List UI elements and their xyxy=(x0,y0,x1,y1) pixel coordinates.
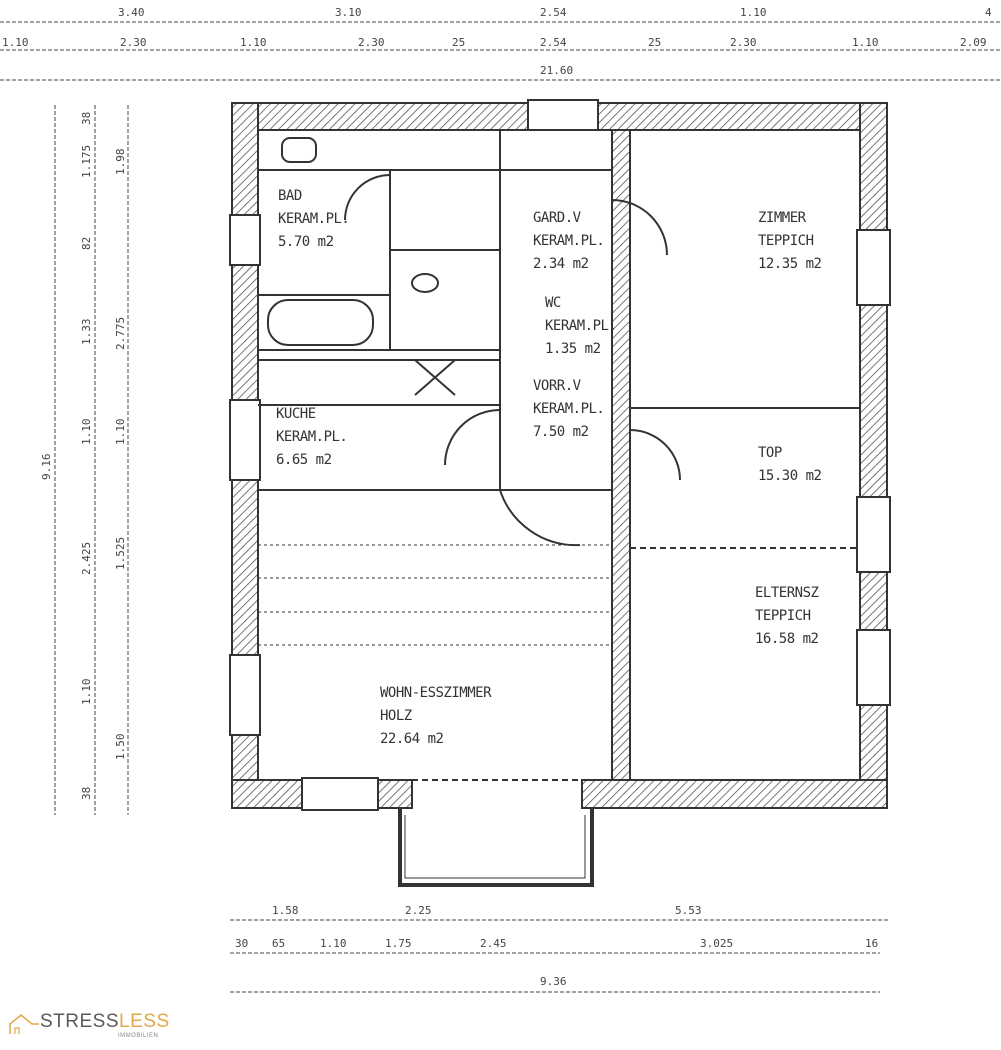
dimension-label: 1.10 xyxy=(2,36,29,49)
dimension-label: 1.10 xyxy=(320,937,347,950)
room-floor: KERAM.PL. xyxy=(533,233,604,249)
door-swing xyxy=(344,174,681,547)
dimension-label: 1.98 xyxy=(114,149,127,176)
room-floor: TEPPICH xyxy=(755,608,811,624)
room-area: 15.30 m2 xyxy=(758,468,822,484)
room-area: 22.64 m2 xyxy=(380,731,444,747)
room-area: 1.35 m2 xyxy=(545,341,601,357)
room-name: GARD.V xyxy=(533,210,582,226)
dimension-label: 2.30 xyxy=(730,36,757,49)
room-name: VORR.V xyxy=(533,378,582,394)
dimension-label: 1.175 xyxy=(80,145,93,178)
window xyxy=(856,229,891,306)
wall-top-left xyxy=(231,102,529,131)
dimension-label: 30 xyxy=(235,937,248,950)
window xyxy=(856,496,891,573)
company-logo: STRESSLESS IMMOBILIEN xyxy=(8,1011,170,1039)
room-floor: KERAM.PL. xyxy=(545,318,616,334)
dimension-total: 21.60 xyxy=(540,64,573,77)
dimension-label: 25 xyxy=(452,36,465,49)
room-area: 6.65 m2 xyxy=(276,452,332,468)
dimension-label: 2.54 xyxy=(540,6,567,19)
dimension-label: 2.425 xyxy=(80,542,93,575)
dimension-label: 1.10 xyxy=(852,36,879,49)
wall-bottom-right xyxy=(581,779,888,809)
logo-subtitle: IMMOBILIEN xyxy=(118,1033,159,1039)
room-name: TOP xyxy=(758,445,782,461)
dimension-label: 1.58 xyxy=(272,904,299,917)
dimension-label: 1.10 xyxy=(740,6,767,19)
dimension-label: 82 xyxy=(80,237,93,250)
window xyxy=(301,777,379,811)
dimension-label: 2.54 xyxy=(540,36,567,49)
room-name: KÜCHE xyxy=(276,404,316,422)
room-name: WOHN-ESSZIMMER xyxy=(380,685,492,701)
dimension-label: 2.30 xyxy=(358,36,385,49)
window xyxy=(229,654,261,736)
dimension-label: 1.10 xyxy=(114,419,127,446)
dimension-label: 1.10 xyxy=(80,679,93,706)
room-floor: KERAM.PL. xyxy=(533,401,604,417)
dimension-label: 1.10 xyxy=(80,419,93,446)
dimension-label: 38 xyxy=(80,112,93,125)
windows xyxy=(229,99,891,811)
room-name: WC xyxy=(545,295,561,311)
dimension-label: 1.50 xyxy=(114,734,127,761)
window xyxy=(229,399,261,481)
dimension-label: 5.53 xyxy=(675,904,702,917)
dimension-total: 9.36 xyxy=(540,975,567,988)
dimension-label: 16 xyxy=(865,937,878,950)
door-opening xyxy=(527,99,599,131)
room-area: 16.58 m2 xyxy=(755,631,819,647)
dimension-label: 2.09 xyxy=(960,36,987,49)
room-floor: KERAM.PL. xyxy=(278,211,349,227)
dimension-label: 3.10 xyxy=(335,6,362,19)
room-name: ZIMMER xyxy=(758,210,807,226)
dimension-label: 38 xyxy=(80,787,93,800)
dimension-label: 4 xyxy=(985,6,992,19)
dimension-label: 1.75 xyxy=(385,937,412,950)
dimension-label: 2.30 xyxy=(120,36,147,49)
room-area: 5.70 m2 xyxy=(278,234,334,250)
toilet xyxy=(411,273,439,293)
wall-inner-right xyxy=(611,129,631,781)
room-area: 12.35 m2 xyxy=(758,256,822,272)
room-floor: TEPPICH xyxy=(758,233,814,249)
house-icon xyxy=(9,1014,39,1034)
dimension-label: 2.775 xyxy=(114,317,127,350)
interior-lines xyxy=(258,130,860,887)
washbasin xyxy=(281,137,317,163)
dimension-label: 3.40 xyxy=(118,6,145,19)
room-name: ELTERNSZ xyxy=(755,585,819,601)
window xyxy=(229,214,261,266)
dimension-label: 1.525 xyxy=(114,537,127,570)
window xyxy=(856,629,891,706)
dimension-label: 3.025 xyxy=(700,937,733,950)
logo-text-less: LESS xyxy=(119,1011,170,1032)
dimension-label: 1.33 xyxy=(80,319,93,346)
room-floor: KERAM.PL. xyxy=(276,429,347,445)
dimension-label: 65 xyxy=(272,937,285,950)
room-name: BAD xyxy=(278,188,302,204)
room-area: 2.34 m2 xyxy=(533,256,589,272)
bathtub xyxy=(267,299,374,346)
dimension-lines xyxy=(0,21,1001,993)
dimension-total: 9.16 xyxy=(40,454,53,481)
dimension-label: 1.10 xyxy=(240,36,267,49)
dimension-label: 2.25 xyxy=(405,904,432,917)
room-floor: HOLZ xyxy=(380,708,412,724)
room-area: 7.50 m2 xyxy=(533,424,589,440)
wall-top-right xyxy=(597,102,888,131)
logo-text-stress: STRESS xyxy=(40,1011,120,1032)
dimension-label: 2.45 xyxy=(480,937,507,950)
dimension-label: 25 xyxy=(648,36,661,49)
